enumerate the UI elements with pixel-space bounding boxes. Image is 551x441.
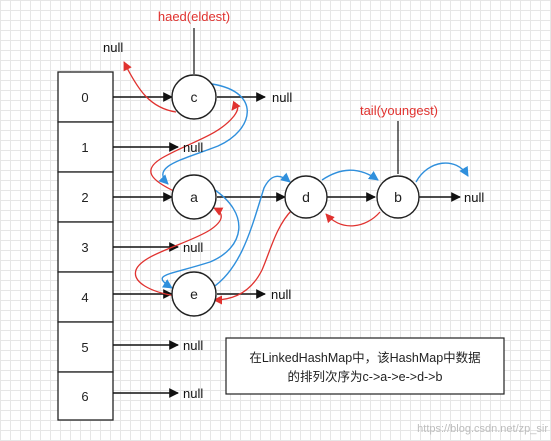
note-line-1: 在LinkedHashMap中，该HashMap中数据	[249, 350, 480, 365]
tail-label: tail(youngest)	[360, 103, 438, 118]
before-arrow-c-to-null	[123, 61, 177, 113]
before-arrow-d-to-e	[213, 209, 293, 305]
note-line-2: 的排列次序为c->a->e->d->b	[288, 369, 443, 384]
after-arrow-b-to-null	[415, 162, 469, 183]
node-c-label: c	[191, 89, 198, 105]
null-label-c-next: null	[272, 90, 292, 105]
node-e-label: e	[190, 286, 198, 302]
bucket-index-5: 5	[81, 340, 88, 355]
bucket-index-0: 0	[81, 90, 88, 105]
bucket-cell-1	[57, 121, 114, 173]
head-label: haed(eldest)	[158, 9, 230, 24]
watermark: https://blog.csdn.net/zp_sir	[417, 423, 548, 435]
node-d-label: d	[302, 189, 310, 205]
node-b	[376, 175, 420, 219]
bucket-index-2: 2	[81, 190, 88, 205]
after-arrow-d-to-b	[321, 169, 379, 181]
null-label-bucket5: null	[183, 338, 203, 353]
null-label-bucket6: null	[183, 386, 203, 401]
after-arrow-c-to-a	[158, 83, 248, 185]
bucket-cell-0	[57, 71, 114, 123]
node-d	[284, 175, 328, 219]
node-c	[171, 74, 217, 120]
null-label-bucket1: null	[183, 140, 203, 155]
null-label-b-next: null	[464, 190, 484, 205]
bucket-array	[57, 71, 114, 421]
after-arrow-e-to-d	[211, 172, 291, 289]
node-a-label: a	[190, 189, 198, 205]
null-label-c-before: null	[103, 40, 123, 55]
note-box	[225, 337, 505, 395]
bucket-index-6: 6	[81, 389, 88, 404]
node-a	[171, 174, 217, 220]
node-e	[171, 271, 217, 317]
bucket-cell-5	[57, 321, 114, 373]
bucket-cell-6	[57, 371, 114, 421]
bucket-index-1: 1	[81, 140, 88, 155]
null-label-e-next: null	[271, 287, 291, 302]
bucket-index-4: 4	[81, 290, 88, 305]
bucket-index-3: 3	[81, 240, 88, 255]
null-label-bucket3: null	[183, 240, 203, 255]
before-arrow-e-to-a	[134, 207, 224, 297]
node-b-label: b	[394, 189, 402, 205]
after-arrow-a-to-e	[161, 187, 240, 289]
before-arrow-a-to-c	[150, 100, 241, 193]
before-arrow-b-to-d	[325, 211, 381, 227]
